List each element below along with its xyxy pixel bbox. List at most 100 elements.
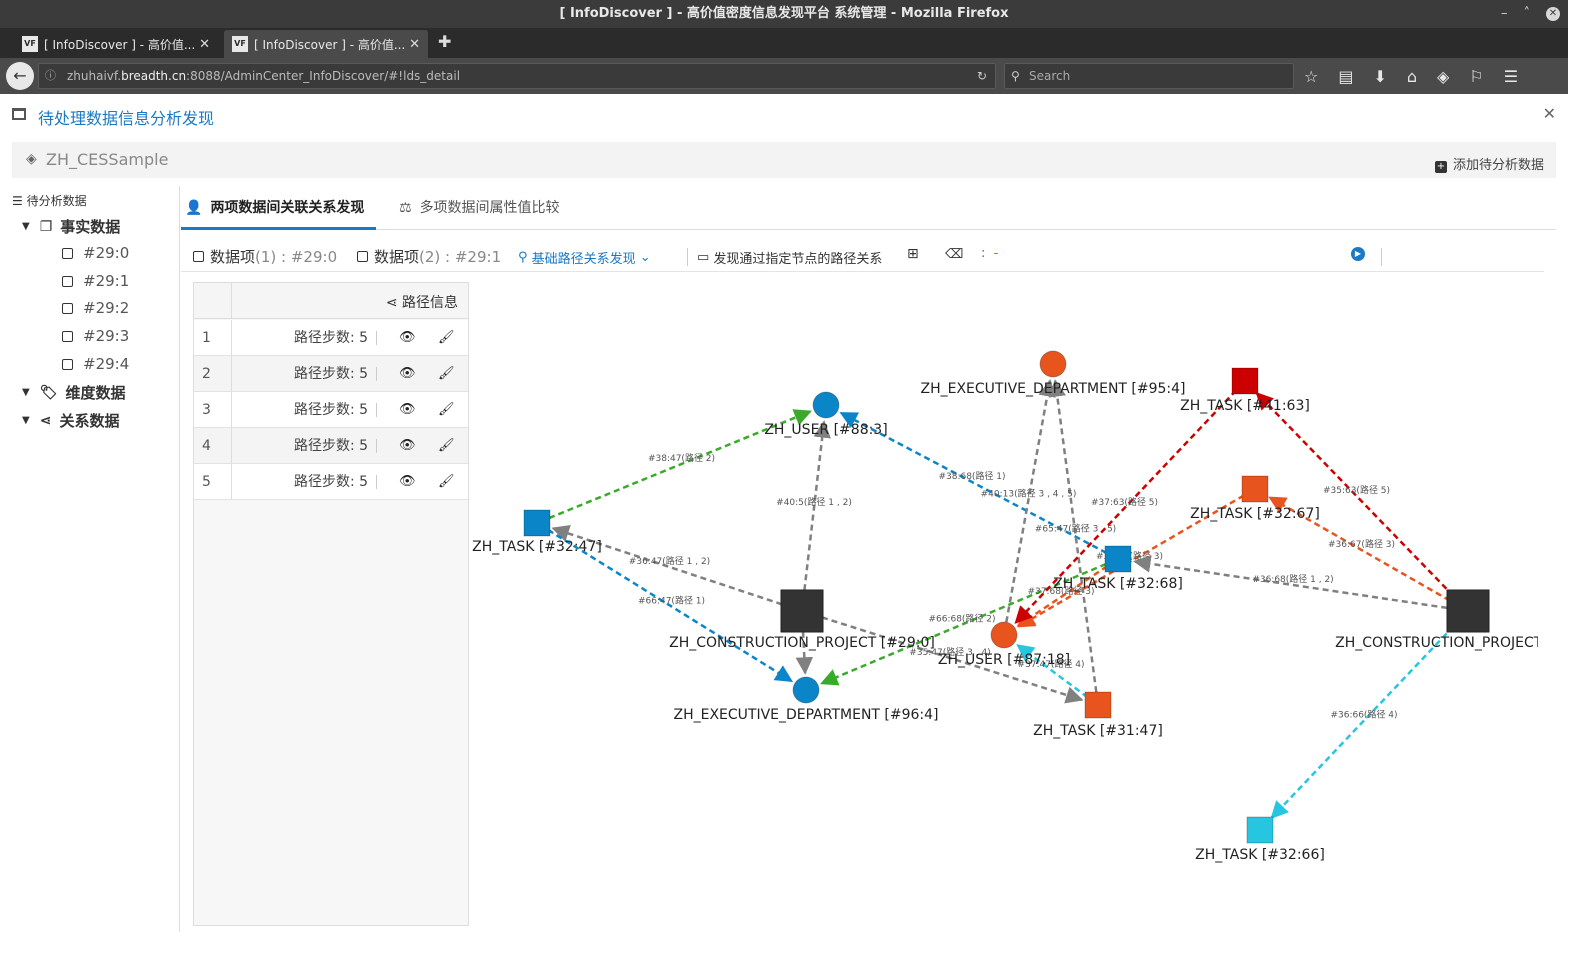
node-path-option[interactable]: ▭ 发现通过指定节点的路径关系	[697, 248, 882, 267]
table-row[interactable]: 1 路径步数: 5 👁 🖌	[194, 320, 468, 356]
graph-edge[interactable]	[839, 411, 1108, 555]
paint-brush-icon[interactable]: 🖌	[438, 366, 455, 381]
path-steps: 路径步数: 5	[294, 474, 369, 490]
graph-edge[interactable]	[1005, 379, 1056, 623]
reader-view-icon[interactable]: ▤	[1338, 66, 1354, 86]
hamburger-menu-icon[interactable]: ☰	[1503, 66, 1519, 86]
graph-node[interactable]	[1241, 475, 1269, 503]
tab-close-icon[interactable]: ✕	[409, 36, 420, 52]
graph-edge[interactable]	[548, 409, 812, 520]
graph-edge[interactable]	[1017, 494, 1245, 628]
checkbox[interactable]	[62, 330, 73, 342]
reload-icon[interactable]: ↻	[976, 69, 987, 83]
back-arrow-icon[interactable]: ←	[6, 62, 34, 90]
caret-down-icon[interactable]: ▼	[22, 221, 30, 232]
table-row[interactable]: 3 路径步数: 5 👁 🖌	[194, 392, 468, 428]
graph-edge[interactable]	[1016, 565, 1108, 627]
search-input[interactable]: ⚲ Search	[1004, 63, 1294, 89]
graph-edge[interactable]	[1255, 391, 1455, 597]
graph-edge[interactable]	[803, 420, 831, 591]
graph-edge[interactable]	[1048, 379, 1098, 693]
eye-icon[interactable]: 👁	[399, 366, 416, 381]
graph-edge[interactable]	[1016, 644, 1089, 699]
add-node-icon[interactable]: ⊞	[907, 246, 919, 262]
pocket-icon[interactable]: ◈	[1437, 66, 1450, 86]
checkbox[interactable]	[62, 247, 73, 259]
graph-edge[interactable]	[1270, 625, 1455, 819]
caret-down-icon[interactable]: ▼	[22, 387, 30, 398]
checkbox[interactable]	[62, 358, 73, 370]
graph-node[interactable]	[1246, 816, 1274, 844]
tree-leaf-item[interactable]: #29:4	[62, 355, 129, 373]
graph-edge[interactable]	[1268, 496, 1451, 602]
eye-icon[interactable]: 👁	[399, 402, 416, 417]
window-close-icon[interactable]: ✕	[1546, 7, 1560, 21]
tab-multi-compare[interactable]: ⚖多项数据间属性值比较	[395, 190, 564, 230]
data-item-2[interactable]: 数据项 (2) : #29:1	[357, 246, 501, 267]
tab-close-icon[interactable]: ✕	[199, 36, 210, 52]
table-row[interactable]: 4 路径步数: 5 👁 🖌	[194, 428, 468, 464]
graph-node-label: ZH_CONSTRUCTION_PROJECT [#29:0]	[669, 635, 935, 651]
graph-node[interactable]	[1084, 691, 1112, 719]
graph-node[interactable]	[1039, 350, 1067, 378]
page-close-icon[interactable]: ✕	[1542, 104, 1556, 123]
data-item-1[interactable]: 数据项 (1) : #29:0	[193, 246, 337, 267]
graph-edge[interactable]	[1014, 389, 1237, 624]
tree-leaf-item[interactable]: #29:3	[62, 327, 129, 345]
eye-icon[interactable]: 👁	[399, 438, 416, 453]
relation-graph-svg[interactable]: #38:47(路径 2)#38:68(路径 1)#40:5(路径 1 , 2)#…	[470, 280, 1538, 926]
paint-brush-icon[interactable]: 🖌	[438, 474, 455, 489]
checkbox[interactable]	[193, 251, 204, 262]
tree-node-relation[interactable]: ▼ ⋖ 关系数据	[22, 410, 119, 431]
graph-edge-label: #36:67(路径 3)	[1328, 538, 1395, 550]
relation-graph[interactable]: #38:47(路径 2)#38:68(路径 1)#40:5(路径 1 , 2)#…	[470, 280, 1538, 926]
play-circle-icon[interactable]: ▶	[1351, 247, 1365, 261]
tree-node-fact[interactable]: ▼ ❐ 事实数据	[22, 216, 120, 237]
site-info-icon[interactable]: ⓘ	[45, 69, 56, 82]
paint-brush-icon[interactable]: 🖌	[438, 438, 455, 453]
checkbox[interactable]	[62, 275, 73, 287]
graph-edge[interactable]	[551, 525, 783, 606]
graph-node[interactable]	[792, 676, 820, 704]
graph-edge[interactable]	[820, 562, 1107, 686]
browser-tab-active[interactable]: VF [ InfoDiscover ] - 高价值... ✕	[224, 30, 428, 58]
browser-tab[interactable]: VF [ InfoDiscover ] - 高价值... ✕	[14, 30, 218, 58]
graph-node[interactable]	[1446, 589, 1490, 633]
tree-leaf-item[interactable]: #29:2	[62, 299, 129, 317]
tree-leaf-item[interactable]: #29:0	[62, 244, 129, 262]
graph-node[interactable]	[1231, 367, 1259, 395]
eye-icon[interactable]: 👁	[399, 330, 416, 345]
table-row[interactable]: 2 路径步数: 5 👁 🖌	[194, 356, 468, 392]
graph-edge[interactable]	[1133, 555, 1448, 610]
graph-edge[interactable]	[795, 631, 814, 675]
tree-node-dimension[interactable]: ▼ 🏷 维度数据	[22, 382, 126, 403]
caret-down-icon[interactable]: ▼	[22, 415, 30, 426]
new-tab-icon[interactable]: ✚	[438, 32, 452, 51]
tree-leaf-item[interactable]: #29:1	[62, 272, 129, 290]
checkbox[interactable]	[62, 302, 73, 314]
graph-node[interactable]	[812, 391, 840, 419]
eraser-icon[interactable]: ⌫	[945, 247, 964, 262]
paint-brush-icon[interactable]: 🖌	[438, 330, 455, 345]
window-icon	[12, 108, 26, 120]
download-icon[interactable]: ⬇	[1373, 66, 1387, 86]
bookmark-star-icon[interactable]: ☆	[1304, 66, 1319, 86]
restore-icon[interactable]: ˄	[1523, 6, 1531, 21]
graph-edge[interactable]	[821, 616, 1084, 704]
graph-node[interactable]	[1104, 545, 1132, 573]
path-discovery-dropdown[interactable]: ⚲ 基础路径关系发现 ⌄	[518, 248, 651, 267]
paint-brush-icon[interactable]: 🖌	[438, 402, 455, 417]
graph-node[interactable]	[523, 509, 551, 537]
tab-pair-relation[interactable]: 👤两项数据间关联关系发现	[181, 190, 376, 230]
eye-icon[interactable]: 👁	[399, 474, 416, 489]
url-bar[interactable]: ⓘ zhuhaivf.breadth.cn:8088/AdminCenter_I…	[38, 63, 996, 89]
extension-icon[interactable]: ⚐	[1469, 66, 1484, 86]
add-data-button[interactable]: +添加待分析数据	[1434, 154, 1544, 173]
graph-node[interactable]	[780, 589, 824, 633]
graph-edge[interactable]	[547, 528, 794, 683]
graph-node[interactable]	[990, 621, 1018, 649]
home-icon[interactable]: ⌂	[1406, 66, 1418, 86]
minimize-icon[interactable]: –	[1501, 6, 1508, 21]
checkbox[interactable]	[357, 251, 368, 262]
table-row[interactable]: 5 路径步数: 5 👁 🖌	[194, 464, 468, 500]
